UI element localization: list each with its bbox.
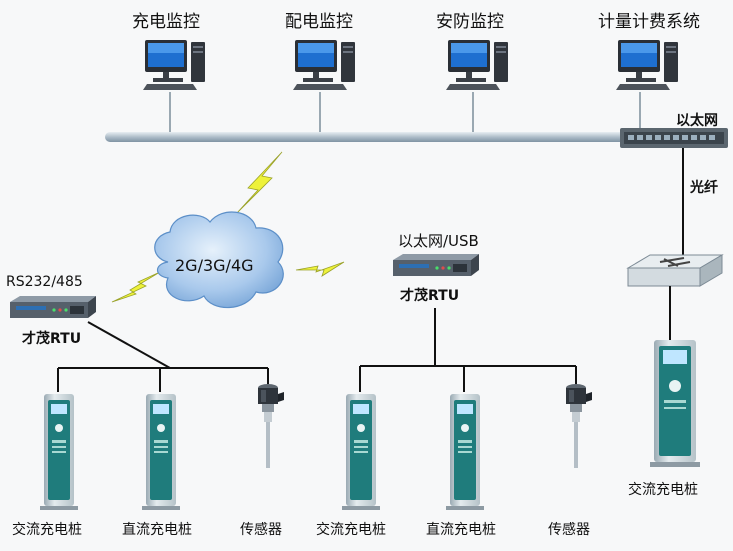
right-pile-label: 交流充电桩 (628, 482, 698, 498)
ethernet-label: 以太网 (676, 113, 718, 129)
bottom-label-sensor-2: 传感器 (548, 522, 590, 538)
ethernet-bus (105, 132, 625, 142)
left-rtu-device (10, 296, 96, 318)
bottom-label-dc-pile-1: 直流充电桩 (122, 522, 192, 538)
dc-charging-pile-1 (142, 394, 180, 510)
station-label-distribution: 配电监控 (285, 12, 353, 32)
cellular-cloud (154, 211, 284, 309)
bottom-label-sensor-1: 传感器 (240, 522, 282, 538)
dc-charging-pile-2 (446, 394, 484, 510)
bottom-label-dc-pile-2: 直流充电桩 (426, 522, 496, 538)
ac-charging-pile-2 (342, 394, 380, 510)
sensor-2 (566, 384, 592, 468)
bottom-label-ac-pile-2: 交流充电桩 (316, 522, 386, 538)
cloud-label: 2G/3G/4G (175, 256, 254, 275)
right-rtu-name-label: 才茂RTU (400, 288, 460, 304)
left-rtu-interface-label: RS232/485 (6, 274, 83, 290)
left-rtu-name-label: 才茂RTU (22, 331, 82, 347)
distribution-monitor-computer (293, 40, 355, 90)
ac-charging-pile-1 (40, 394, 78, 510)
left-distribution-lines (57, 321, 269, 392)
bottom-label-ac-pile-1: 交流充电桩 (12, 522, 82, 538)
right-distribution-lines (359, 308, 577, 392)
right-rtu-device (393, 254, 479, 276)
ethernet-switch (620, 128, 728, 148)
fiber-label: 光纤 (690, 180, 718, 196)
sensor-1 (258, 384, 284, 468)
right-ac-charging-pile (650, 340, 700, 467)
fiber-router (626, 254, 724, 287)
charging-monitor-computer (143, 40, 205, 90)
right-rtu-interface-label: 以太网/USB (398, 232, 479, 250)
station-label-billing: 计量计费系统 (598, 12, 700, 32)
security-monitor-computer (446, 40, 508, 90)
billing-system-computer (616, 40, 678, 90)
station-label-charging: 充电监控 (132, 12, 200, 32)
station-label-security: 安防监控 (436, 12, 504, 32)
monitor-drops (169, 92, 641, 134)
